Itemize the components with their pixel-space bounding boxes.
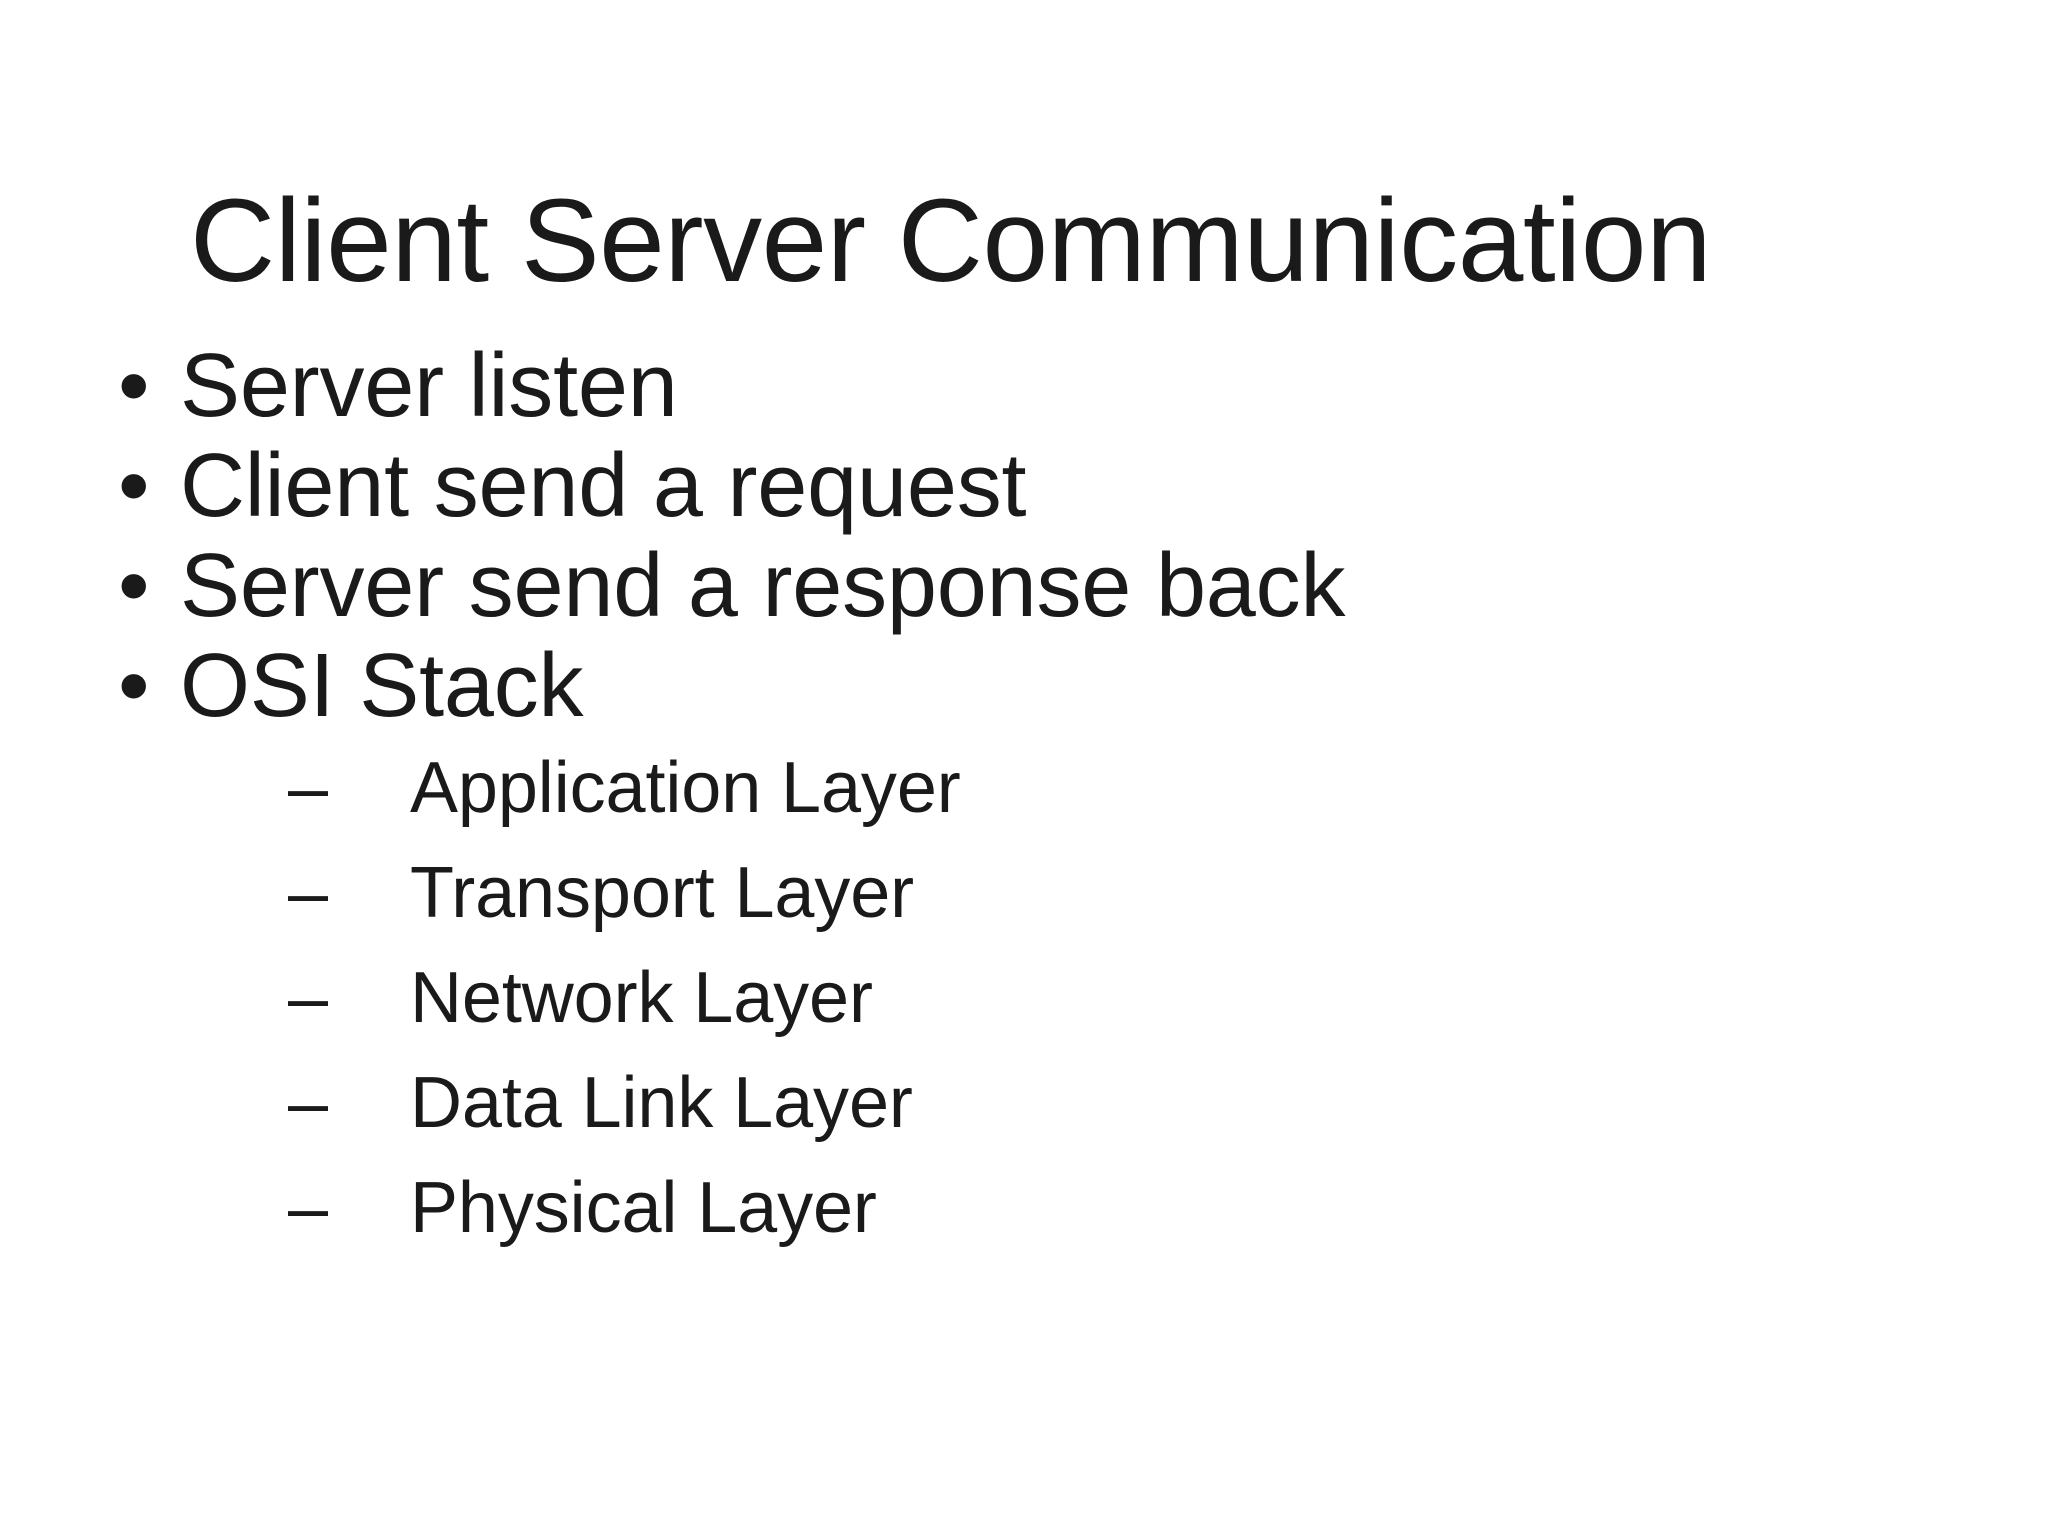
bullet-list: • Server listen • Client send a request … bbox=[0, 336, 2048, 1261]
sub-bullet-label: Network Layer bbox=[410, 958, 873, 1038]
sub-bullet-label: Physical Layer bbox=[410, 1168, 877, 1248]
bullet-point-icon: • bbox=[118, 536, 150, 636]
sub-list-container: – Application Layer – Transport Layer – … bbox=[0, 736, 2048, 1261]
list-item: • Server listen bbox=[0, 336, 2048, 436]
bullet-label: Server send a response back bbox=[180, 536, 1346, 636]
bullet-label: Server listen bbox=[180, 336, 678, 436]
dash-bullet-icon: – bbox=[288, 748, 329, 828]
bullet-point-icon: • bbox=[118, 336, 150, 436]
list-item: – Network Layer bbox=[0, 946, 2048, 1051]
list-item: – Physical Layer bbox=[0, 1156, 2048, 1261]
dash-bullet-icon: – bbox=[288, 1063, 329, 1143]
osi-layer-list: – Application Layer – Transport Layer – … bbox=[0, 736, 2048, 1261]
sub-bullet-label: Application Layer bbox=[410, 748, 961, 828]
list-item: – Data Link Layer bbox=[0, 1051, 2048, 1156]
dash-bullet-icon: – bbox=[288, 958, 329, 1038]
sub-bullet-label: Transport Layer bbox=[410, 853, 915, 933]
list-item: – Application Layer bbox=[0, 736, 2048, 841]
dash-bullet-icon: – bbox=[288, 853, 329, 933]
list-item: • Server send a response back bbox=[0, 536, 2048, 636]
bullet-label: OSI Stack bbox=[180, 636, 584, 736]
list-item: – Transport Layer bbox=[0, 841, 2048, 946]
list-item: • Client send a request bbox=[0, 436, 2048, 536]
page-title: Client Server Communication bbox=[190, 175, 1712, 308]
list-item: • OSI Stack bbox=[0, 636, 2048, 736]
bullet-point-icon: • bbox=[118, 636, 150, 736]
bullet-label: Client send a request bbox=[180, 436, 1027, 536]
bullet-point-icon: • bbox=[118, 436, 150, 536]
sub-bullet-label: Data Link Layer bbox=[410, 1063, 913, 1143]
dash-bullet-icon: – bbox=[288, 1168, 329, 1248]
